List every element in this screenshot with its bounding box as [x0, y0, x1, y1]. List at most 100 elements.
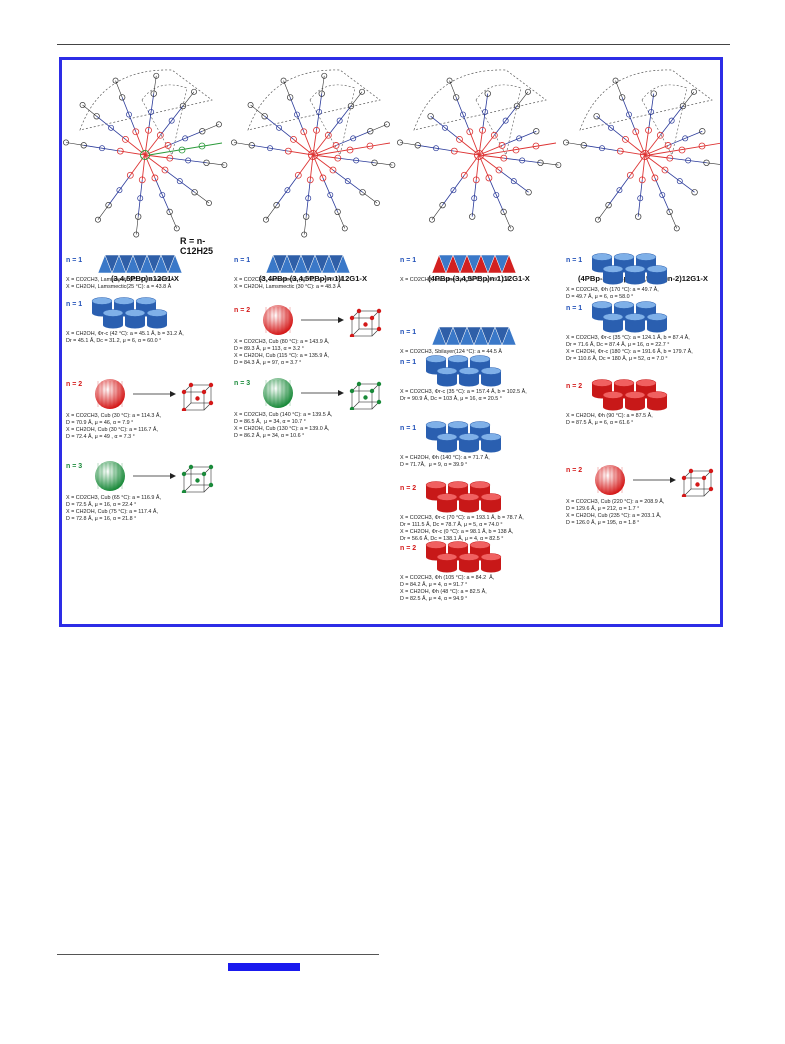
parameter-line: D = 82.5 Å, μ = 4, α = 94.9 ° [400, 596, 468, 602]
phase-illustration [422, 355, 512, 392]
phase-parameters: X = CO2CH3, Φh (105 °C): a = 84.2 Å,D = … [400, 575, 494, 603]
parameter-line: X = CO2CH3, Φr-c (35 °C): a = 157.4 Å, b… [400, 389, 527, 395]
parameter-line: X = CH2OH, Φr-c (180 °C): a = 191.6 Å, b… [566, 349, 693, 355]
phase-parameters: X = CO2CH3, Φh (170 °C): a = 49.7 Å,D = … [566, 287, 659, 301]
parameter-line: X = CO2CH3, Lamsmectic(25 °C): a = 45.5 … [66, 277, 175, 283]
phase-illustration [588, 379, 678, 416]
parameter-line: D = 89.3 Å, μ = 113, α = 3.2 ° [234, 346, 304, 352]
r-group-label: R = n-C12H25 [180, 236, 214, 256]
phase-parameters: X = CO2CH3, Sbilayer(124 °C): a = 44.5 Å [400, 349, 502, 356]
phase-illustration [88, 377, 238, 416]
parameter-line: X = CH2OH, Φh (48 °C): a = 82.5 Å, [400, 589, 487, 595]
parameter-line: X = CO2CH3, Cub (80 °C): a = 143.9 Å, [234, 339, 330, 345]
parameter-line: Dr = 71.6 Å, Dc = 87.4 Å, μ = 16, α = 22… [566, 342, 670, 348]
parameter-line: X = CH2OH, Φr-c (0 °C): a = 98.1 Å, b = … [400, 529, 514, 535]
phase-parameters: X = CO2CH3, Cub (140 °C): a = 139.5 Å,D … [234, 412, 332, 440]
molecule-drawing [62, 60, 228, 270]
generation-label: n = 2 [566, 383, 583, 390]
generation-label: n = 1 [400, 359, 417, 366]
parameter-line: Dr = 56.6 Å, Dc = 138.1 Å, μ = 4, α = 82… [400, 536, 504, 542]
molecule-drawing [562, 60, 720, 270]
parameter-line: X = CO2CH3, Φr-c (70 °C): a = 193.1 Å, b… [400, 515, 524, 521]
figure-panel: R = n-C12H25 (3,4,5PBp)n12G1-X n = 1 X = CO… [59, 57, 723, 627]
parameter-line: X = CH2OH, Φr-c (42 °C): a = 45.1 Å, b =… [66, 331, 184, 337]
parameter-line: X = CH2OH, Cub (235 °C): a = 203.1 Å, [566, 513, 662, 519]
phase-illustration [422, 253, 522, 280]
parameter-line: X = CO2CH3, Lamsmectic (35 °C): a = 92.1… [400, 277, 510, 283]
parameter-line: X = CH2OH, Φh (90 °C): a = 87.5 Å, [566, 413, 653, 419]
parameter-line: Dr = 110.6 Å, Dc = 180 Å, μ = 52, α = 7.… [566, 356, 668, 362]
parameter-line: X = CH2OH, Cub (130 °C): a = 139.0 Å, [234, 426, 330, 432]
column-title: (3,4PBp-(3,4,5PBp)n-1)12G1-X [258, 274, 368, 283]
generation-label: n = 1 [66, 301, 83, 308]
sphere-to-cubic-green [263, 378, 382, 412]
parameter-line: D = 84.3 Å, μ = 97, α = 3.7 ° [234, 360, 302, 366]
phase-illustration [88, 459, 238, 498]
lamellar-blue-stack [265, 254, 351, 274]
dendron-structure [397, 69, 562, 232]
generation-label: n = 1 [566, 257, 583, 264]
parameter-line: X = CO2CH3, Lamsmectic (30 °C): a = 49.9… [234, 277, 344, 283]
parameter-line: X = CH2OH, Cub (30 °C): a = 116.7 Å, [66, 427, 158, 433]
parameter-line: X = CO2CH3, Cub (65 °C): a = 116.9 Å, [66, 495, 161, 501]
parameter-line: D = 126.0 Å, μ = 195, α = 1.8 ° [566, 520, 640, 526]
generation-label: n = 2 [234, 307, 251, 314]
phase-parameters: X = CO2CH3, Φr-c (35 °C): a = 157.4 Å, b… [400, 389, 527, 403]
generation-label: n = 1 [66, 257, 83, 264]
column-stack-blue [425, 421, 502, 453]
parameter-line: D = 70.9 Å, μ = 46, α = 7.9 ° [66, 420, 134, 426]
parameter-line: D = 71.7Å, μ = 9, α = 39.9 ° [400, 462, 468, 468]
dendron-structure [563, 69, 720, 232]
phase-parameters: X = CO2CH3, Cub (65 °C): a = 116.9 Å,D =… [66, 495, 161, 523]
phase-illustration [88, 297, 178, 334]
phase-illustration [588, 253, 678, 290]
lamellar-blue-stack [97, 254, 183, 274]
phase-parameters: X = CO2CH3, Lamsmectic (30 °C): a = 49.9… [234, 277, 344, 291]
molecule-drawing [230, 60, 396, 270]
column-stack-red [591, 379, 668, 411]
footnote-link[interactable] [228, 963, 300, 971]
phase-illustration [588, 301, 678, 338]
column-stack-red [425, 541, 502, 573]
phase-illustration [256, 376, 406, 415]
parameter-line: D = 72.8 Å, μ = 16, α = 21.8 ° [66, 516, 137, 522]
parameter-line: D = 86.5 Å, μ = 34, α = 10.7 ° [234, 419, 306, 425]
generation-label: n = 3 [234, 380, 251, 387]
generation-label: n = 1 [400, 425, 417, 432]
phase-parameters: X = CO2CH3, Cub (80 °C): a = 143.9 Å,D =… [234, 339, 329, 367]
generation-label: n = 2 [566, 467, 583, 474]
generation-label: n = 1 [566, 305, 583, 312]
parameter-line: X = CH2OH, Cub (75 °C): a = 117.4 Å, [66, 509, 158, 515]
parameter-line: X = CH2OH, Lamsmectic (30 °C): a = 48.3 … [234, 284, 341, 290]
column-stack-red [425, 481, 502, 513]
column-title: (3,4,5PBp)n12G1-X [111, 274, 179, 283]
column-1: R = n-C12H25 (3,4,5PBp)n12G1-X n = 1 X = CO… [62, 60, 228, 624]
parameter-line: X = CH2OH, Lamsmectic(25 °C): a = 43.8 Å [66, 284, 172, 290]
phase-illustration [588, 463, 720, 502]
phase-illustration [256, 253, 356, 280]
dendron-structure [231, 69, 396, 238]
parameter-line: Dr = 111.5 Å, Dc = 78.7 Å, μ = 5, α = 74… [400, 522, 503, 528]
header-rule [57, 44, 730, 45]
molecule-drawing [396, 60, 562, 270]
parameter-line: Dr = 45.1 Å, Dc = 31.2, μ = 6, α = 60.0 … [66, 338, 162, 344]
phase-parameters: X = CH2OH, Φh (140 °C): a = 71.7 Å,D = 7… [400, 455, 490, 469]
parameter-line: X = CO2CH3, Sbilayer(124 °C): a = 44.5 Å [400, 349, 502, 355]
phase-illustration [88, 253, 188, 280]
parameter-line: D = 49.7 Å, μ = 6, α = 58.0 ° [566, 294, 634, 300]
phase-illustration [256, 303, 406, 342]
column-stack-blue [591, 301, 668, 333]
parameter-line: D = 72.5 Å, μ = 16, α = 22.4 ° [66, 502, 137, 508]
phase-parameters: X = CH2OH, Φr-c (42 °C): a = 45.1 Å, b =… [66, 331, 184, 345]
footnote-rule [57, 954, 379, 955]
parameter-line: D = 84.2 Å, μ = 4, α = 91.7 ° [400, 582, 468, 588]
parameter-line: D = 87.5 Å, μ = 6, α = 61.6 ° [566, 420, 634, 426]
parameter-line: D = 86.2 Å, μ = 34, α = 10.6 ° [234, 433, 305, 439]
phase-illustration [422, 481, 512, 518]
column-title: (4PBp-(3,4,5PBp)n-1)12G1-X [428, 274, 530, 283]
parameter-line: X = CH2OH, Φh (140 °C): a = 71.7 Å, [400, 455, 490, 461]
generation-label: n = 2 [400, 485, 417, 492]
phase-illustration [422, 325, 522, 352]
sphere-to-cubic-red [95, 379, 214, 413]
sphere-to-cubic-green [95, 461, 214, 495]
